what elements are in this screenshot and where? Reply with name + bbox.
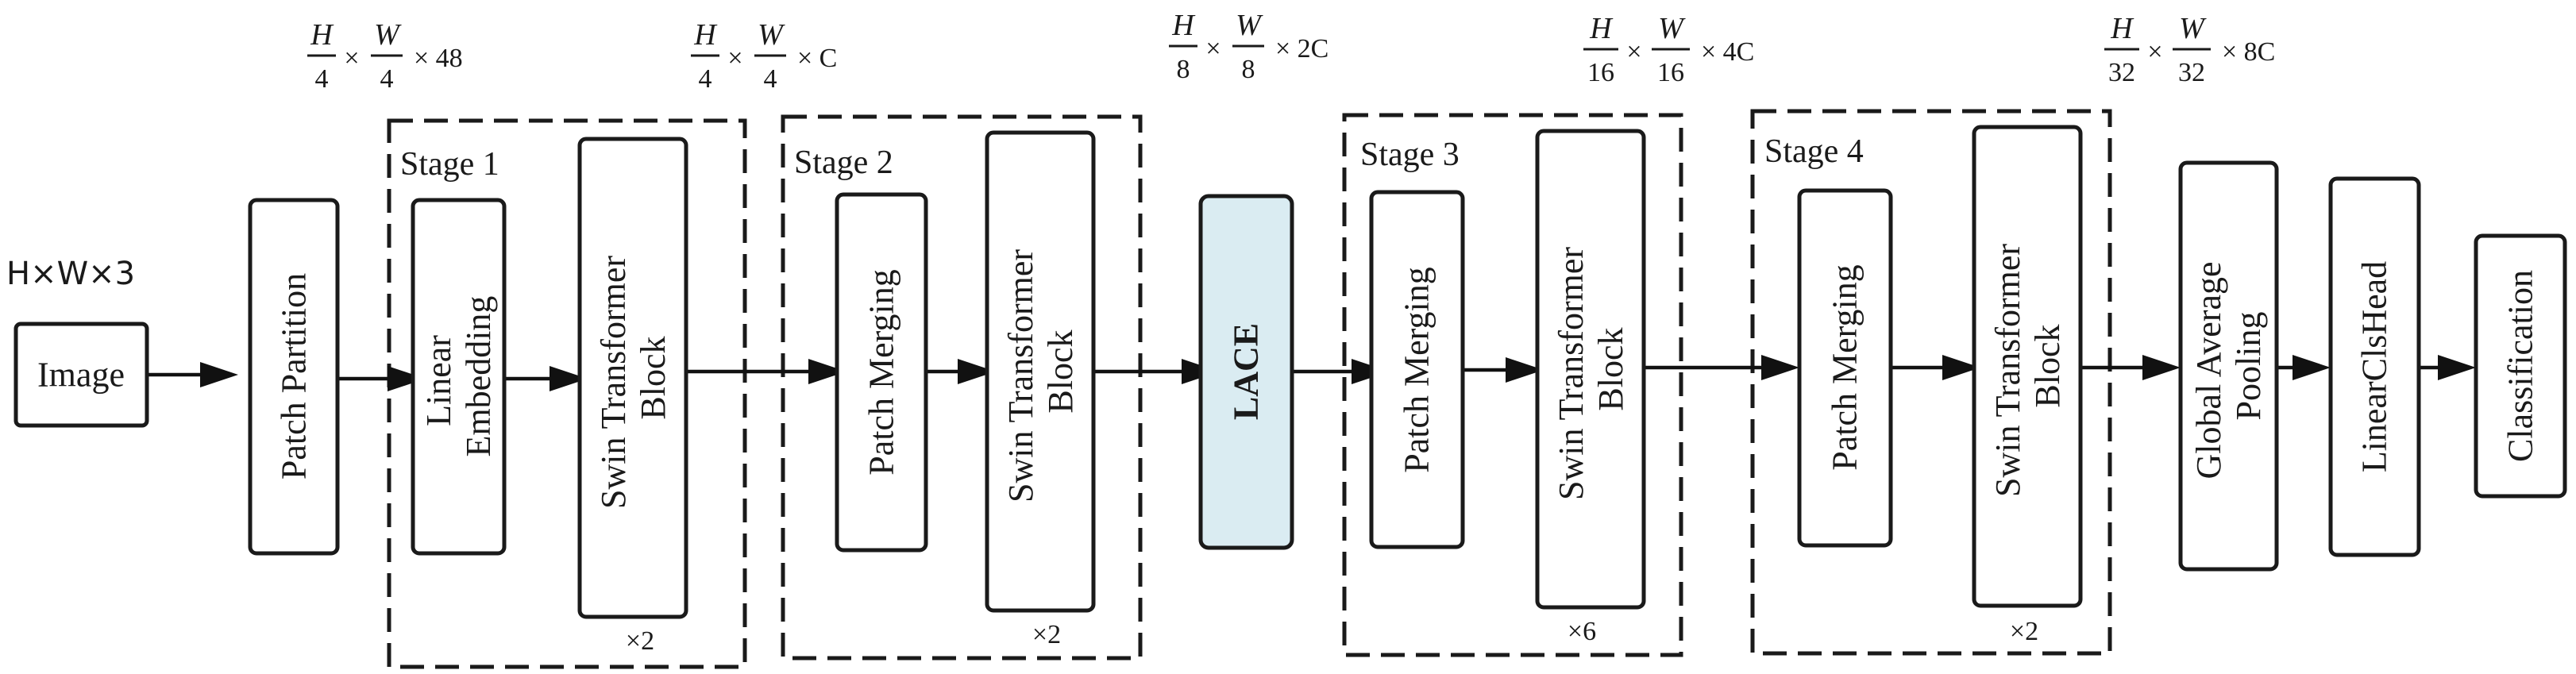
linear-cls-head-label: LinearClsHead bbox=[2355, 261, 2394, 472]
swin-block-2-line-2: Block bbox=[1041, 329, 1080, 413]
dim-annotation-4: H 16 × W 16 × 4C bbox=[1583, 12, 1754, 87]
dim-3-suffix: × 2C bbox=[1275, 34, 1328, 64]
svg-text:×: × bbox=[2147, 37, 2162, 67]
patch-partition-node: Patch Partition bbox=[248, 198, 340, 556]
svg-text:H: H bbox=[2110, 12, 2134, 45]
linear-embedding-line-1: Linear bbox=[419, 335, 458, 426]
svg-text:Linear Embedding: Linear Embedding bbox=[419, 296, 498, 457]
gap-line-2: Pooling bbox=[2229, 312, 2268, 421]
svg-text:4: 4 bbox=[315, 64, 329, 94]
svg-text:W: W bbox=[2179, 12, 2207, 45]
linear-embedding-line-2: Embedding bbox=[459, 296, 498, 457]
stage-1-label: Stage 1 bbox=[400, 146, 499, 183]
stage-1-repeat: ×2 bbox=[626, 626, 654, 656]
dim-annotation-3: H 8 × W 8 × 2C bbox=[1169, 9, 1328, 84]
svg-text:W: W bbox=[1236, 9, 1263, 42]
swin-block-3-line-1: Swin Transformer bbox=[1552, 247, 1591, 500]
swin-block-stage-1: Swin Transformer Block ×2 bbox=[577, 137, 688, 656]
lace-label: LACE bbox=[1227, 323, 1266, 420]
svg-text:W: W bbox=[374, 18, 402, 52]
svg-text:W: W bbox=[1658, 12, 1686, 45]
svg-text:H: H bbox=[1171, 9, 1196, 42]
svg-text:Swin Transformer Block: Swin Transformer Block bbox=[1552, 238, 1630, 500]
linear-cls-head-node: LinearClsHead bbox=[2328, 176, 2421, 557]
svg-text:×: × bbox=[1626, 37, 1641, 67]
swin-block-stage-4: Swin Transformer Block ×2 bbox=[1972, 125, 2083, 646]
svg-text:×: × bbox=[727, 44, 742, 73]
swin-block-stage-2: Swin Transformer Block ×2 bbox=[985, 130, 1096, 649]
stage-3-repeat: ×6 bbox=[1568, 617, 1596, 646]
svg-text:16: 16 bbox=[1587, 58, 1614, 87]
patch-merging-4-label: Patch Merging bbox=[1826, 264, 1865, 471]
dim-annotation-2: H 4 × W 4 × C bbox=[691, 18, 837, 94]
patch-merging-3-label: Patch Merging bbox=[1398, 267, 1436, 473]
swin-block-1-line-2: Block bbox=[634, 336, 673, 419]
svg-text:Swin Transformer Block: Swin Transformer Block bbox=[1988, 235, 2067, 497]
patch-merging-stage-3: Patch Merging bbox=[1369, 190, 1465, 549]
swin-block-4-line-2: Block bbox=[2028, 324, 2067, 407]
svg-text:Swin Transformer Block: Swin Transformer Block bbox=[1001, 241, 1080, 503]
stage-3-frame bbox=[1342, 113, 1683, 657]
svg-text:4: 4 bbox=[699, 64, 712, 94]
stage-2-label: Stage 2 bbox=[794, 144, 893, 181]
svg-text:32: 32 bbox=[2108, 58, 2135, 87]
stage-2-repeat: ×2 bbox=[1032, 620, 1061, 649]
swin-block-1-line-1: Swin Transformer bbox=[594, 256, 633, 509]
patch-partition-label: Patch Partition bbox=[275, 273, 314, 480]
svg-text:32: 32 bbox=[2178, 58, 2205, 87]
patch-merging-2-label: Patch Merging bbox=[862, 269, 901, 476]
swin-block-3-line-2: Block bbox=[1591, 327, 1630, 410]
classification-node: Classification bbox=[2474, 233, 2567, 499]
svg-text:×: × bbox=[1205, 34, 1221, 64]
stage-3-label: Stage 3 bbox=[1360, 137, 1460, 173]
stage-2-frame bbox=[781, 114, 1143, 661]
input-size-label: H×W×3 bbox=[6, 256, 135, 292]
image-node: Image bbox=[13, 322, 149, 428]
dim-2-suffix: × C bbox=[797, 44, 837, 73]
svg-text:4: 4 bbox=[764, 64, 777, 94]
svg-text:W: W bbox=[758, 18, 785, 52]
stage-4-frame bbox=[1750, 109, 2112, 656]
dim-1-suffix: × 48 bbox=[414, 44, 463, 73]
stage-4-label: Stage 4 bbox=[1764, 133, 1864, 170]
classification-label: Classification bbox=[2501, 270, 2540, 462]
svg-text:×: × bbox=[344, 44, 359, 73]
svg-text:8: 8 bbox=[1177, 55, 1190, 84]
dim-4-suffix: × 4C bbox=[1701, 37, 1754, 67]
patch-merging-stage-2: Patch Merging bbox=[835, 192, 928, 553]
svg-text:Global Average Pooling: Global Average Pooling bbox=[2189, 252, 2268, 479]
svg-text:H: H bbox=[310, 18, 334, 52]
swin-block-stage-3: Swin Transformer Block ×6 bbox=[1535, 129, 1646, 646]
dim-5-suffix: × 8C bbox=[2222, 37, 2275, 67]
dim-annotation-1: H 4 × W 4 × 48 bbox=[307, 18, 463, 94]
gap-line-1: Global Average bbox=[2189, 261, 2228, 479]
image-label: Image bbox=[37, 356, 125, 395]
global-average-pooling-node: Global Average Pooling bbox=[2178, 160, 2279, 572]
patch-merging-stage-4: Patch Merging bbox=[1797, 188, 1893, 548]
linear-embedding-node: Linear Embedding bbox=[411, 198, 507, 556]
svg-text:H: H bbox=[1589, 12, 1614, 45]
stage-4-repeat: ×2 bbox=[2010, 617, 2038, 646]
svg-text:16: 16 bbox=[1657, 58, 1684, 87]
dim-annotation-5: H 32 × W 32 × 8C bbox=[2104, 12, 2275, 87]
svg-text:Swin Transformer Block: Swin Transformer Block bbox=[594, 247, 673, 509]
svg-text:8: 8 bbox=[1242, 55, 1255, 84]
svg-text:H: H bbox=[693, 18, 718, 52]
stage-1-frame bbox=[387, 118, 747, 669]
swin-block-2-line-1: Swin Transformer bbox=[1001, 249, 1040, 503]
swin-block-4-line-1: Swin Transformer bbox=[1988, 244, 2027, 497]
svg-text:4: 4 bbox=[380, 64, 394, 94]
lace-node: LACE bbox=[1198, 194, 1294, 550]
